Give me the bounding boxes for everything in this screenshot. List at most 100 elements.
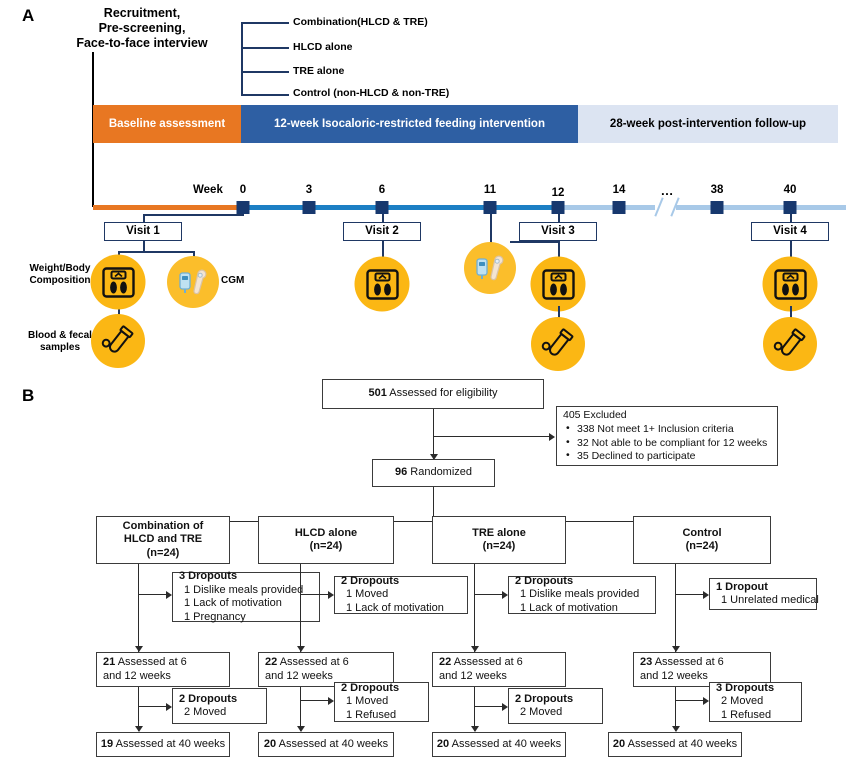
arm2-mid-line-2: and 12 weeks [265,669,333,682]
excluded-branch-line [433,436,550,438]
arm1-dropout1-item-3: 1 Pregnancy [184,610,246,623]
arm-spine [241,22,243,96]
arm1-mid-line-2: and 12 weeks [103,669,171,682]
timeline-segment-followup-a [560,205,655,210]
week-tick-3: 3 [305,184,313,196]
arm3-spine-2 [474,687,476,731]
arm3-dropout1-heading: 2 Dropouts [515,574,574,587]
excluded-item-2: 32 Not able to be compliant for 12 weeks [563,436,771,451]
arm-branch-combination [241,22,289,25]
arm2-dropout1-item-1: 1 Moved [346,588,389,601]
arm4-spine-2 [675,687,677,731]
weight-scale-icon-visit1 [90,254,146,310]
arm4-dropout1-heading: 1 Dropout [716,580,768,593]
arm3-dropout2-item-1: 2 Moved [520,706,563,718]
arm3-end-count: 20 [436,737,450,750]
arm1-end-text: Assessed at 40 weeks [115,737,226,750]
arm-branch-hlcd [241,47,289,50]
arm2-mid-arrow [296,646,305,652]
box-arm4-dropouts-1: 1 Dropout 1 Unrelated medical [709,578,819,610]
visit1-stem [143,241,145,253]
arm-label-combination: Combination(HLCD & TRE) [293,16,428,28]
arm4-dropout2-arrow [703,696,709,705]
timeline-marker-week-3 [302,201,316,214]
week-tick-38: 38 [710,184,724,196]
assessed-count: 501 [368,387,387,400]
excluded-branch-arrow [549,432,555,441]
blood-sample-icon-visit1 [91,314,145,368]
box-arm-control: Control (n=24) [633,516,771,564]
arm1-mid-count: 21 [103,656,116,668]
arm2-dropout1-arrow [328,590,334,599]
arm-branch-control [241,94,289,97]
cgm-icon-week11 [464,242,516,294]
assessed-to-randomized-arrow [429,454,438,460]
week-tick-14: 14 [612,184,626,196]
box-arm2-mid-assessment: 22 Assessed at 6 and 12 weeks [258,652,394,687]
arm1-end-arrow [134,726,143,732]
visit1-fork [118,251,194,253]
arm3-name-line-2: (n=24) [482,540,516,552]
visit-box-3[interactable]: Visit 3 [519,222,597,241]
arm2-dropout2-item-1: 1 Moved [346,695,389,708]
arm2-dropout2-link [300,700,330,702]
weight-scale-icon-visit3 [530,256,586,312]
arm1-name-line-1: Combination of [122,519,204,532]
arm4-dropout2-item-2: 1 Refused [721,708,772,721]
box-arm2-dropouts-1: 2 Dropouts 1 Moved 1 Lack of motivation [334,575,468,614]
week-tick-11: 11 [483,184,497,196]
timeline-segment-baseline [93,205,243,210]
arm4-end-count: 20 [612,737,626,750]
arm2-dropout2-arrow [328,696,334,705]
arm4-dropout1-arrow [703,590,709,599]
arm1-dropout2-link [138,706,168,708]
arm1-name-line-3: (n=24) [146,546,180,559]
excluded-item-1: 338 Not meet 1+ Inclusion criteria [563,422,771,437]
arm3-dropout2-heading: 2 Dropouts [515,692,574,705]
arm1-dropout2-arrow [166,702,172,711]
visit-box-2[interactable]: Visit 2 [343,222,421,241]
box-assessed-for-eligibility: 501 Assessed for eligibility [322,379,544,409]
arm4-name-line-1: Control [682,526,722,539]
arm1-dropout1-heading: 3 Dropouts [179,570,238,582]
weight-composition-label: Weight/Body Composition [29,263,91,286]
arm4-mid-line-2: and 12 weeks [640,669,708,682]
arm2-mid-line-1: Assessed at 6 [279,656,349,668]
box-arm1-dropouts-1: 3 Dropouts 1 Dislike meals provided 1 La… [172,570,320,623]
timeline-segment-followup-b [676,205,846,210]
visit-box-4[interactable]: Visit 4 [751,222,829,241]
arm3-end-arrow [470,726,479,732]
visit-box-1[interactable]: Visit 1 [104,222,182,241]
box-arm3-dropouts-1: 2 Dropouts 1 Dislike meals provided 1 La… [508,574,656,614]
randomized-text: Randomized [410,466,473,479]
box-arm-combination: Combination of HLCD and TRE (n=24) [96,516,230,564]
arm3-mid-line-2: and 12 weeks [439,669,507,682]
visit3-stem [558,241,560,257]
timeline-marker-week-0 [236,201,250,214]
timeline-marker-week-12 [551,201,565,214]
arm4-end-arrow [671,726,680,732]
arm3-dropout1-arrow [502,590,508,599]
box-arm2-end-assessment: 20 Assessed at 40 weeks [258,732,394,757]
box-arm1-dropouts-2: 2 Dropouts 2 Moved [172,688,267,724]
arm2-end-text: Assessed at 40 weeks [278,737,389,750]
box-excluded: 405 Excluded 338 Not meet 1+ Inclusion c… [556,406,778,466]
arm-branch-tre [241,71,289,74]
box-arm3-end-assessment: 20 Assessed at 40 weeks [432,732,566,757]
box-arm-tre: TRE alone (n=24) [432,516,566,564]
axis-break-slash-left [654,197,664,217]
arm1-dropout1-link [138,594,168,596]
visit2-stem [382,241,384,257]
arm2-dropout2-heading: 2 Dropouts [341,681,400,694]
arm3-dropout1-item-1: 1 Dislike meals provided [520,588,640,601]
week-tick-40: 40 [783,184,797,196]
arm3-end-text: Assessed at 40 weeks [451,737,562,750]
phase-bar-followup: 28-week post-intervention follow-up [578,105,838,143]
arm2-mid-count: 22 [265,656,278,668]
arm2-name-line-1: HLCD alone [294,526,358,539]
cgm-icon-visit1 [167,256,219,308]
arm2-dropout2-item-2: 1 Refused [346,708,397,721]
box-arm4-dropouts-2: 3 Dropouts 2 Moved 1 Refused [709,682,802,722]
blood-sample-icon-visit4 [763,317,817,371]
week-tick-6: 6 [378,184,386,196]
